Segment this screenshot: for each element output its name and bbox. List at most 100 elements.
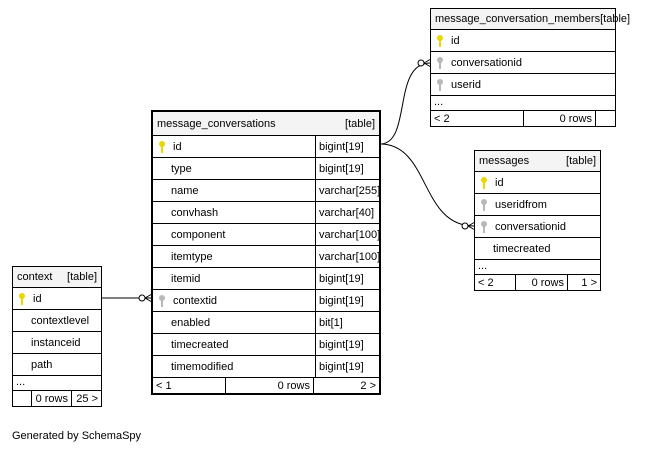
column-name: instanceid <box>31 336 81 349</box>
foreign-key-icon <box>475 198 493 211</box>
crowfoot-circle <box>461 222 469 230</box>
column-name: useridfrom <box>495 198 547 211</box>
column-type: bigint[19] <box>315 268 379 289</box>
table-name: context <box>17 271 53 283</box>
column-type: varchar[100] <box>315 224 380 245</box>
column-name: name <box>171 184 199 197</box>
column-row: instanceid <box>13 332 101 354</box>
column-row: contextid bigint[19] <box>153 290 379 312</box>
row-count: 0 rows <box>523 111 595 126</box>
column-row: id <box>431 30 615 52</box>
column-row: conversationid <box>431 52 615 74</box>
column-row: type bigint[19] <box>153 158 379 180</box>
primary-key-icon <box>153 140 171 153</box>
relation-conversations-members <box>379 62 431 145</box>
column-name: timemodified <box>171 360 234 373</box>
column-name: type <box>171 162 192 175</box>
column-type: varchar[40] <box>315 202 379 223</box>
column-row: id bigint[19] <box>153 136 379 158</box>
column-name: id <box>451 34 460 47</box>
table-tag: [table] <box>566 155 596 167</box>
row-count: 0 rows <box>31 391 71 406</box>
crowfoot-circle <box>138 294 146 302</box>
column-row: path <box>13 354 101 376</box>
column-type: varchar[255] <box>315 180 380 201</box>
table-message-conversation-members[interactable]: message_conversation_members [table] id … <box>430 8 630 127</box>
column-row: enabled bit[1] <box>153 312 379 334</box>
column-name: contextlevel <box>31 314 90 327</box>
table-tag: [table] <box>345 117 375 130</box>
column-name: path <box>31 358 53 371</box>
column-name: component <box>171 228 226 241</box>
table-footer: < 2 0 rows <box>431 111 615 126</box>
crowfoot-fork <box>144 293 153 303</box>
column-name: id <box>33 292 42 305</box>
generated-by-label: Generated by SchemaSpy <box>12 430 142 442</box>
table-footer: 0 rows 25 > <box>13 391 101 406</box>
table-message-conversations[interactable]: message_conversations [table] id bigint[… <box>151 110 381 395</box>
foreign-key-icon <box>431 78 449 91</box>
primary-key-icon <box>431 34 449 47</box>
parents-count[interactable]: < 2 <box>434 112 450 125</box>
column-row: useridfrom <box>475 194 600 216</box>
crowfoot-circle <box>417 59 425 67</box>
row-count: 0 rows <box>515 275 567 290</box>
column-type: bigint[19] <box>315 290 379 311</box>
parents-count <box>13 391 31 406</box>
children-count[interactable]: 25 > <box>71 391 101 406</box>
more-columns-ellipsis: ... <box>431 96 615 111</box>
relation-conversations-messages <box>379 143 475 227</box>
more-columns-ellipsis: ... <box>13 376 101 391</box>
column-type: varchar[100] <box>315 246 380 267</box>
row-count: 0 rows <box>225 378 313 393</box>
column-type: bigint[19] <box>315 158 379 179</box>
column-name: contextid <box>173 294 218 307</box>
children-count[interactable]: 2 > <box>313 378 379 393</box>
table-messages[interactable]: messages [table] id useridfrom conversat… <box>474 150 601 291</box>
column-row: id <box>13 288 101 310</box>
table-header: message_conversation_members [table] <box>431 9 630 30</box>
column-row: contextlevel <box>13 310 101 332</box>
children-count <box>595 111 615 126</box>
column-name: conversationid <box>451 56 522 69</box>
table-header: context [table] <box>13 267 101 288</box>
children-count[interactable]: 1 > <box>567 275 600 290</box>
column-row: convhash varchar[40] <box>153 202 379 224</box>
column-row: conversationid <box>475 216 600 238</box>
column-type: bigint[19] <box>315 356 379 377</box>
column-name: userid <box>451 78 481 91</box>
column-row: timecreated <box>475 238 600 260</box>
table-footer: < 2 0 rows 1 > <box>475 275 600 290</box>
column-row: timemodified bigint[19] <box>153 356 379 378</box>
table-context[interactable]: context [table] id contextlevel instance… <box>12 266 102 407</box>
column-name: itemtype <box>171 250 213 263</box>
primary-key-icon <box>475 176 493 189</box>
foreign-key-icon <box>431 56 449 69</box>
table-header: messages [table] <box>475 151 600 172</box>
column-name: itemid <box>171 272 201 285</box>
table-name: messages <box>479 155 530 167</box>
more-columns-ellipsis: ... <box>475 260 600 275</box>
table-tag: [table] <box>600 13 631 25</box>
crowfoot-fork <box>467 221 476 231</box>
column-row: component varchar[100] <box>153 224 380 246</box>
column-row: timecreated bigint[19] <box>153 334 379 356</box>
column-row: itemid bigint[19] <box>153 268 379 290</box>
column-name: enabled <box>171 316 211 329</box>
table-tag: [table] <box>67 271 97 283</box>
foreign-key-icon <box>475 220 493 233</box>
column-type: bigint[19] <box>315 136 379 157</box>
column-name: id <box>495 176 504 189</box>
parents-count[interactable]: < 2 <box>478 276 494 289</box>
column-name: timecreated <box>493 242 551 255</box>
column-row: name varchar[255] <box>153 180 380 202</box>
table-header: message_conversations [table] <box>153 112 379 136</box>
column-type: bigint[19] <box>315 334 379 355</box>
primary-key-icon <box>13 292 31 305</box>
column-name: timecreated <box>171 338 229 351</box>
parents-count[interactable]: < 1 <box>156 379 172 392</box>
column-name: convhash <box>171 206 219 219</box>
column-type: bit[1] <box>315 312 379 333</box>
column-row: id <box>475 172 600 194</box>
